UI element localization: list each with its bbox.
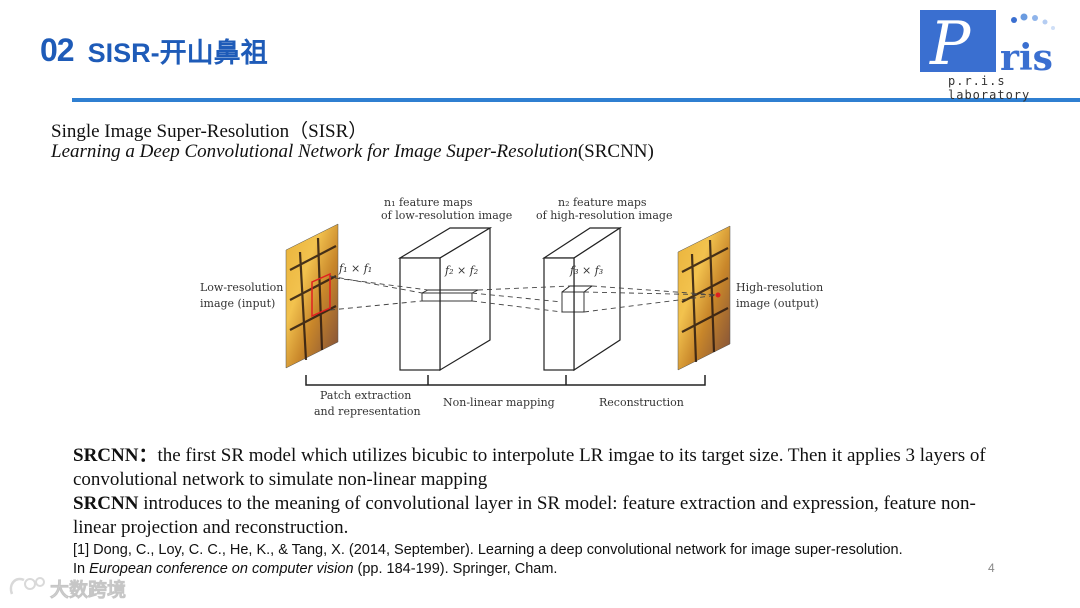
- paper-acronym: (SRCNN): [577, 141, 654, 162]
- filter3-label: f₃ × f₃: [569, 264, 603, 277]
- input-patch-box: [311, 272, 331, 318]
- reference-line-1: [1] Dong, C., Loy, C. C., He, K., & Tang…: [73, 542, 903, 558]
- paragraph-srcnn-contribution: SRCNN introduces to the meaning of convo…: [73, 492, 993, 540]
- maps2-label-1: n₂ feature maps: [558, 196, 647, 209]
- logo-ris-letters: ris: [1000, 37, 1053, 79]
- srcnn-term-1: SRCNN：: [73, 445, 158, 466]
- reference-venue: European conference on computer vision: [89, 561, 354, 577]
- input-label-2: image (input): [200, 297, 275, 310]
- reference: [1] Dong, C., Loy, C. C., He, K., & Tang…: [73, 541, 1013, 579]
- section-number: 02: [40, 31, 75, 68]
- pris-logo: P ris: [920, 9, 1055, 79]
- reference-pages: (pp. 184-199). Springer, Cham.: [353, 561, 558, 577]
- output-label-1: High-resolution: [736, 281, 823, 294]
- reference-prefix: In: [73, 561, 90, 577]
- output-label-2: image (output): [736, 297, 819, 310]
- title-underline: [72, 98, 1080, 102]
- paper-title: Learning a Deep Convolutional Network fo…: [51, 141, 578, 162]
- reference-line-2: In European conference on computer visio…: [73, 560, 1013, 579]
- heading-paper: Learning a Deep Convolutional Network fo…: [51, 141, 654, 163]
- summary-text: the first SR model which utilizes bicubi…: [73, 445, 986, 490]
- srcnn-term-2: SRCNN: [73, 493, 139, 514]
- projection-lines: [329, 275, 719, 313]
- filter1-label: f₁ × f₁: [338, 262, 372, 275]
- stage1-label-1: Patch extraction: [320, 389, 411, 402]
- section-title: SISR-开山鼻祖: [87, 37, 268, 68]
- contribution-text: introduces to the meaning of convolution…: [73, 493, 976, 538]
- maps1-label-2: of low-resolution image: [381, 209, 512, 222]
- feature-block-2: [541, 226, 623, 372]
- heading-sisr: Single Image Super-Resolution（SISR）: [51, 121, 368, 142]
- stage3-label: Reconstruction: [599, 396, 684, 409]
- maps1-label-1: n₁ feature maps: [384, 196, 473, 209]
- stage1-label-2: and representation: [314, 405, 421, 418]
- watermark-text: 大数跨境: [50, 578, 126, 601]
- stage2-label: Non-linear mapping: [443, 396, 555, 409]
- page-number: 4: [988, 561, 995, 575]
- watermark-logo: 大数跨境: [9, 577, 126, 601]
- stage-brackets: [305, 375, 706, 386]
- logo-p-letter: P: [929, 9, 972, 79]
- output-image: [677, 225, 731, 371]
- input-image: [285, 223, 339, 369]
- feature-block-1: [397, 226, 493, 372]
- slide-title: 02 SISR-开山鼻祖: [40, 30, 268, 70]
- input-label-1: Low-resolution: [200, 281, 283, 294]
- filter2-label: f₂ × f₂: [444, 264, 478, 277]
- logo-blue-block: [920, 10, 996, 72]
- paragraph-srcnn-summary: SRCNN：the first SR model which utilizes …: [73, 444, 993, 492]
- srcnn-diagram: Low-resolution image (input) f₁ × f₁ n₁ …: [200, 196, 823, 418]
- logo-subtitle: p.r.i.s laboratory: [948, 74, 1031, 102]
- maps2-label-2: of high-resolution image: [536, 209, 672, 222]
